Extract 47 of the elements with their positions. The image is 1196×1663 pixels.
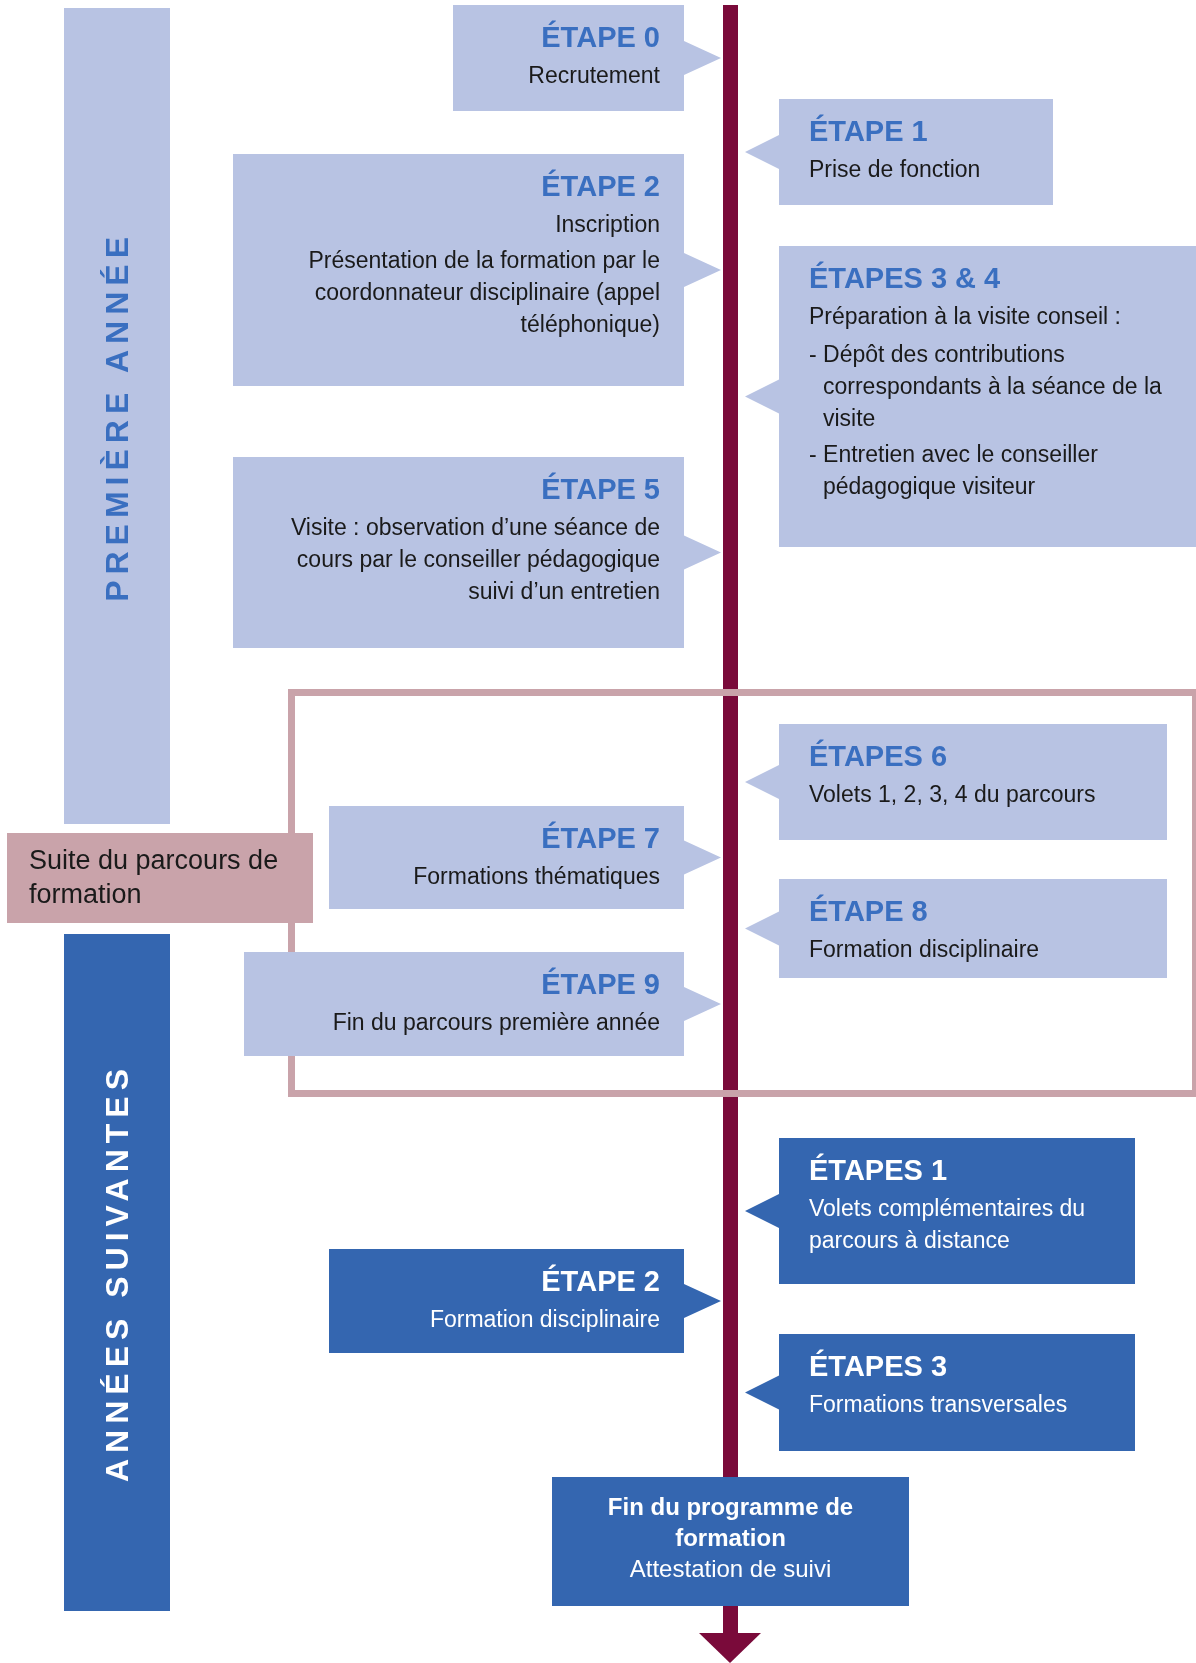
step-description: Présentation de la formation par le coordonnateur disciplinaire (appel téléphonique) (307, 246, 660, 339)
step-box (329, 806, 721, 909)
step-title: ÉTAPE 2 (540, 168, 660, 204)
step-box (244, 952, 721, 1056)
step-box (745, 99, 1053, 205)
step-description: Inscription (554, 210, 660, 239)
band-title: ANNÉES SUIVANTES (98, 1063, 136, 1482)
step-title: ÉTAPE 1 (809, 113, 929, 149)
step-box (745, 246, 1196, 547)
step-description: Formations thématiques (412, 862, 660, 891)
step-title: ÉTAPES 1 (809, 1152, 949, 1188)
step-title: ÉTAPE 9 (540, 966, 660, 1002)
step-description: - Dépôt des contributions correspondants à la séance de la visite (809, 340, 1163, 433)
step-box (745, 879, 1167, 978)
step-box (745, 724, 1167, 840)
step-title: ÉTAPE 0 (540, 19, 660, 55)
step-box (453, 5, 721, 111)
side-band (64, 934, 170, 1611)
step-description: Formation disciplinaire (428, 1305, 660, 1334)
step-box (329, 1249, 721, 1353)
step-title: ÉTAPE 2 (540, 1263, 660, 1299)
step-description: Prise de fonction (809, 155, 982, 184)
side-band (64, 8, 170, 824)
step-title: ÉTAPE 5 (540, 471, 660, 507)
step-description: Préparation à la visite conseil : (809, 302, 1122, 331)
step-description: Visite : observation d’une séance de cours par le conseiller pédagogique suivi d’un entretien (289, 513, 660, 606)
step-description: Volets 1, 2, 3, 4 du parcours (809, 780, 1097, 809)
step-description: Volets complémentaires du parcours à distance (809, 1194, 1087, 1255)
step-box (745, 1334, 1135, 1451)
step-title: ÉTAPE 7 (540, 820, 660, 856)
step-title: ÉTAPES 3 (809, 1348, 949, 1384)
step-box (233, 154, 721, 386)
step-title: ÉTAPES 6 (809, 738, 949, 774)
step-description: - Entretien avec le conseiller pédagogique visiteur (809, 440, 1099, 501)
step-description: Attestation de suivi (628, 1554, 833, 1584)
step-box (233, 457, 721, 648)
step-box (745, 1138, 1135, 1284)
step-description: Recrutement (527, 61, 660, 90)
step-title: Fin du programme de formation (606, 1492, 855, 1553)
step-title: ÉTAPES 3 & 4 (809, 260, 1002, 296)
band-title: PREMIÈRE ANNÉE (98, 230, 136, 602)
section-label: Suite du parcours de formation (7, 833, 313, 923)
step-description: Formations transversales (809, 1390, 1069, 1419)
step-title: ÉTAPE 8 (809, 893, 929, 929)
step-description: Fin du parcours première année (331, 1008, 660, 1037)
step-description: Formation disciplinaire (809, 935, 1041, 964)
final-step-box (552, 1477, 909, 1606)
